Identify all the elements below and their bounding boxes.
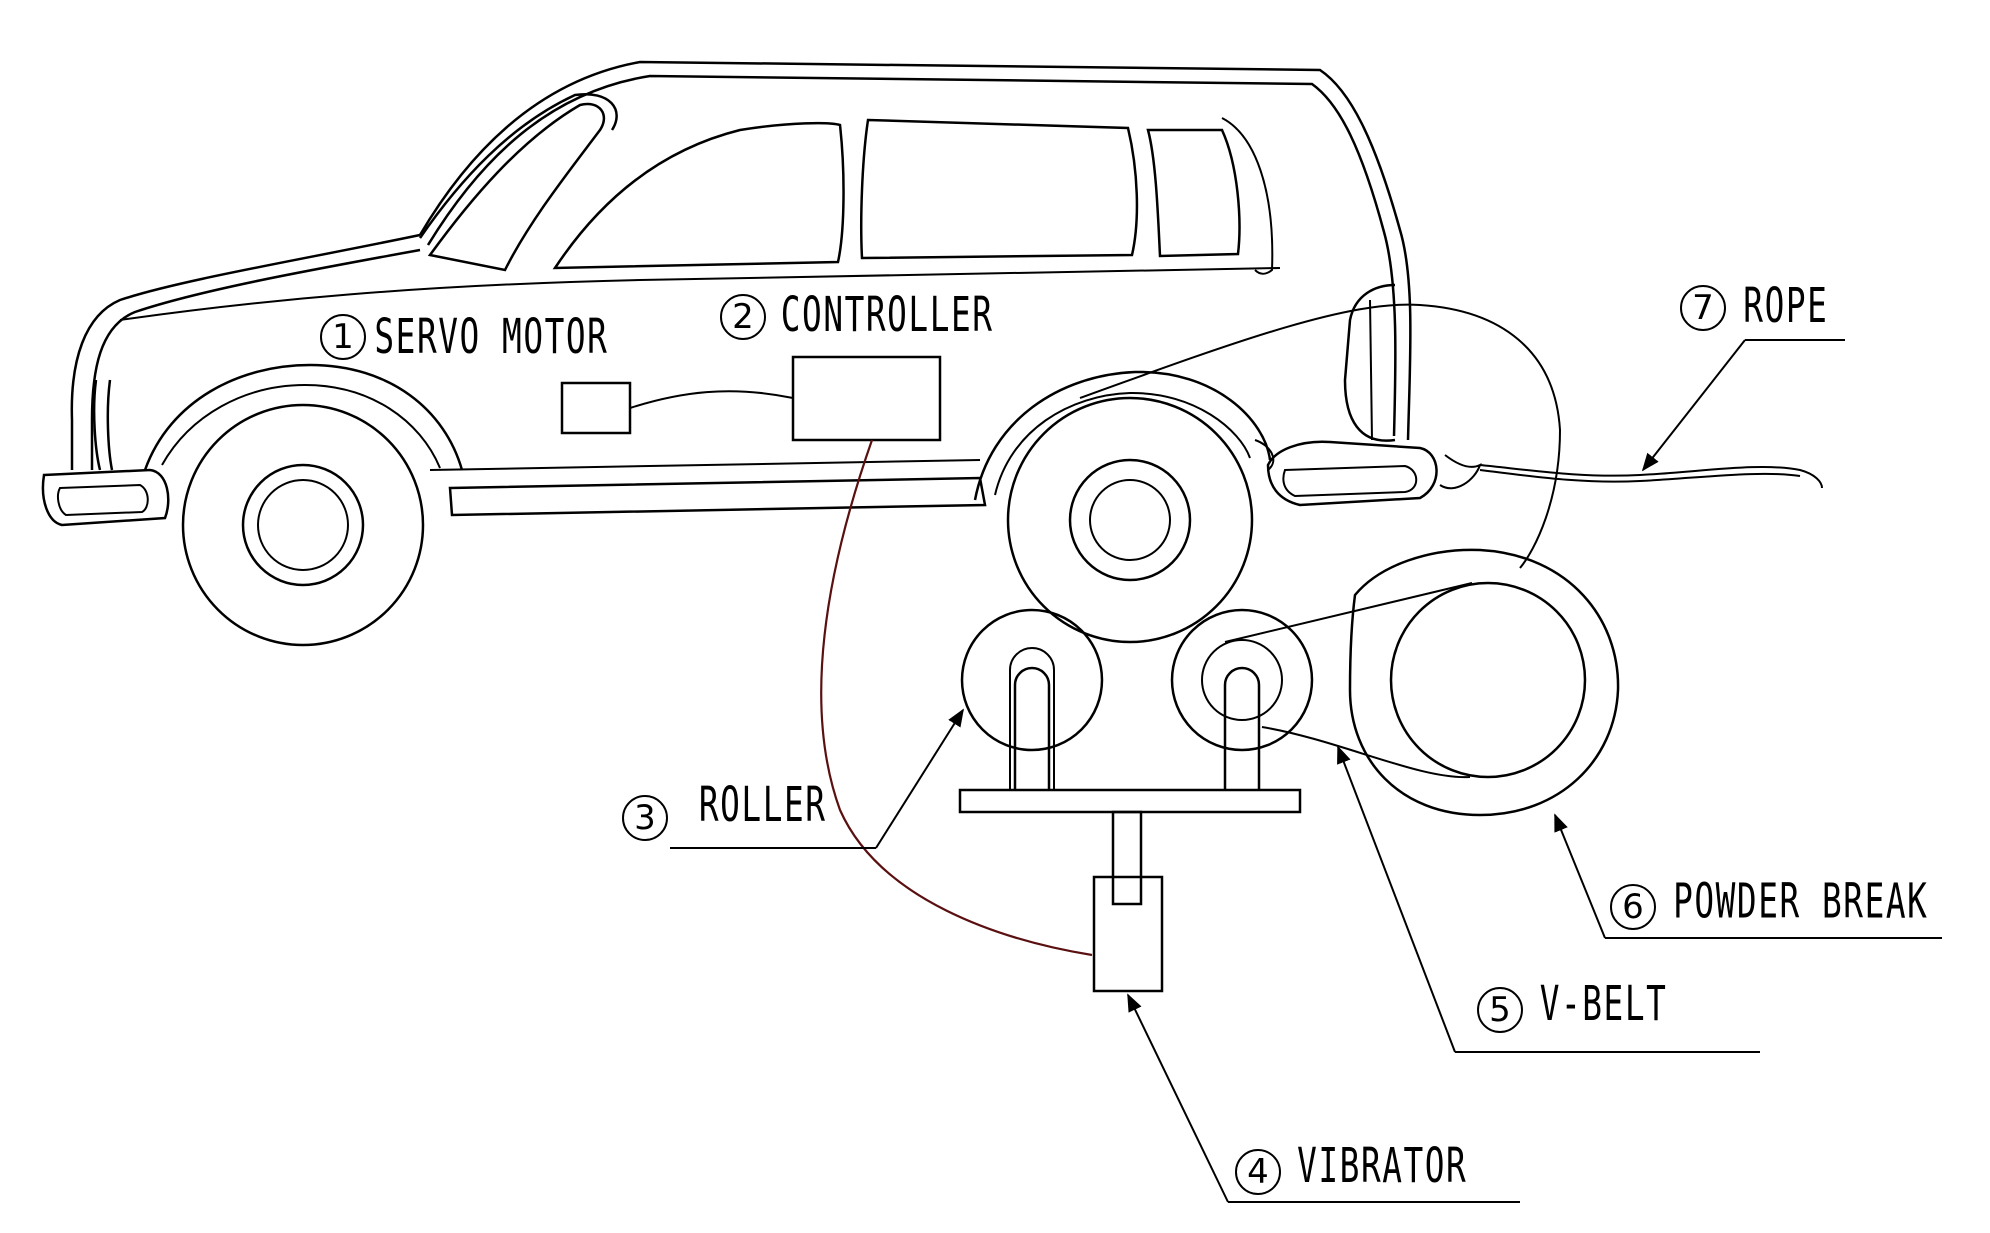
label-v-belt: 5 V-BELT [1477, 976, 1668, 1033]
vibrator-box [1092, 875, 1164, 993]
svg-text:ROLLER: ROLLER [699, 777, 827, 833]
svg-text:CONTROLLER: CONTROLLER [781, 287, 994, 343]
label-vibrator: 4 VIBRATOR [1235, 1138, 1467, 1195]
roller-right [1170, 608, 1314, 790]
rope [1479, 464, 1823, 489]
label-rope: 7 ROPE [1680, 278, 1828, 334]
svg-text:2: 2 [732, 297, 754, 337]
svg-text:4: 4 [1247, 1152, 1269, 1192]
svg-text:7: 7 [1692, 288, 1714, 328]
svg-text:ROPE: ROPE [1743, 278, 1828, 334]
svg-text:POWDER BREAK: POWDER BREAK [1673, 873, 1928, 929]
powder-break-unit [1348, 548, 1620, 817]
v-belt [1224, 582, 1473, 779]
vibrator-shaft [1111, 810, 1143, 906]
vehicle-outline [41, 60, 1562, 569]
servo-controller-cable [629, 390, 794, 409]
roller-base-plate [958, 788, 1302, 814]
svg-text:6: 6 [1622, 887, 1644, 927]
controller-vibrator-cable [820, 439, 1093, 957]
label-controller: 2 CONTROLLER [720, 287, 994, 343]
svg-text:5: 5 [1489, 990, 1511, 1030]
controller-box [791, 355, 942, 442]
front-wheel [143, 363, 464, 647]
label-powder-break: 6 POWDER BREAK [1610, 873, 1928, 930]
svg-text:VIBRATOR: VIBRATOR [1297, 1138, 1467, 1194]
svg-text:V-BELT: V-BELT [1540, 976, 1668, 1032]
servo-motor-box [560, 381, 632, 435]
label-roller: 3 ROLLER [622, 777, 827, 841]
svg-text:1: 1 [332, 317, 354, 357]
roller-left [960, 608, 1104, 790]
svg-text:SERVO MOTOR: SERVO MOTOR [374, 309, 608, 365]
rear-wheel [973, 370, 1272, 644]
label-servo-motor: 1 SERVO MOTOR [320, 309, 608, 365]
svg-text:3: 3 [634, 798, 656, 838]
leader-lines [670, 339, 1942, 1203]
